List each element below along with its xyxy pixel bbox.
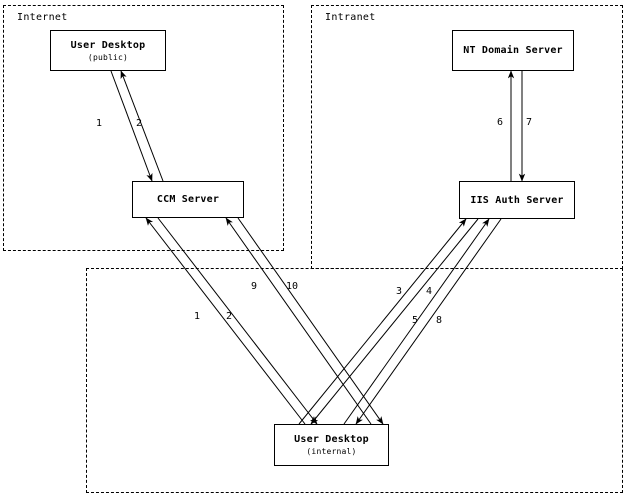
zone-internet — [3, 5, 284, 251]
step-label-10: 10 — [286, 281, 299, 292]
step-label-2-internal: 2 — [226, 311, 233, 322]
step-label-1-internal: 1 — [194, 311, 201, 322]
node-nt-domain-server[interactable]: NT Domain Server — [452, 30, 574, 71]
node-ccm-server[interactable]: CCM Server — [132, 181, 244, 218]
node-iis-auth-server[interactable]: IIS Auth Server — [459, 181, 575, 219]
node-nt-domain-server-title: NT Domain Server — [463, 45, 563, 56]
step-label-6: 6 — [497, 117, 504, 128]
node-iis-auth-server-title: IIS Auth Server — [470, 194, 564, 206]
node-user-desktop-internal[interactable]: User Desktop (internal) — [274, 424, 389, 466]
step-label-4: 4 — [426, 286, 433, 297]
zone-internal — [86, 268, 623, 493]
step-label-5: 5 — [412, 315, 419, 326]
node-user-desktop-internal-title: User Desktop — [294, 434, 369, 445]
node-ccm-server-title: CCM Server — [156, 194, 220, 205]
step-label-2-public: 2 — [136, 118, 143, 129]
node-user-desktop-public-title: User Desktop — [70, 39, 146, 51]
step-label-1-public: 1 — [96, 118, 103, 129]
zone-internet-label: Internet — [17, 12, 68, 23]
step-label-7: 7 — [526, 117, 533, 128]
node-user-desktop-public[interactable]: User Desktop (public) — [50, 30, 166, 71]
step-label-8: 8 — [436, 315, 443, 326]
node-user-desktop-internal-subtitle: (internal) — [306, 447, 357, 456]
step-label-9: 9 — [251, 281, 258, 292]
zone-intranet-label: Intranet — [325, 12, 376, 23]
node-user-desktop-public-subtitle: (public) — [87, 52, 129, 62]
step-label-3: 3 — [396, 286, 403, 297]
